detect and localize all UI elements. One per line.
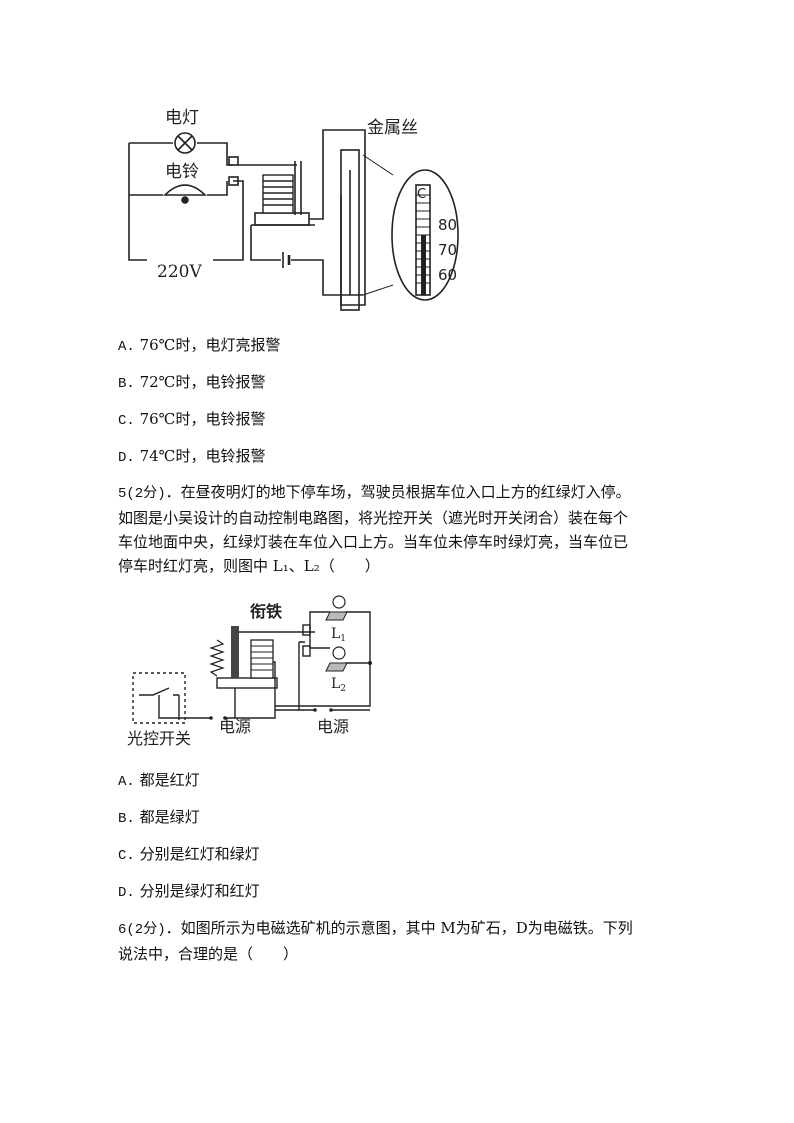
option-letter: D. <box>118 450 135 466</box>
option-text: 74℃时，电铃报警 <box>139 447 266 465</box>
option-b[interactable]: B. 72℃时，电铃报警 <box>118 372 265 394</box>
question-5-line-1: 5(2分)．在昼夜明灯的地下停车场，驾驶员根据车位入口上方的红绿灯入停。 <box>118 483 631 502</box>
option-text: 都是红灯 <box>139 771 200 789</box>
question-number: 6(2分) <box>118 922 166 938</box>
option-text: 分别是红灯和绿灯 <box>139 845 260 863</box>
thermo-tick-70: 70 <box>438 241 457 259</box>
power-label-2: 电源 <box>317 717 349 736</box>
question-6-line-2: 说法中，合理的是（ ） <box>118 945 299 963</box>
question-5-line-2: 如图是小吴设计的自动控制电路图，将光控开关（遮光时开关闭合）装在每个 <box>118 509 629 527</box>
lamp-label: 电灯 <box>165 108 199 128</box>
question-5-line-3: 车位地面中央，红绿灯装在车位入口上方。当车位未停车时绿灯亮，当车位已 <box>118 533 629 551</box>
parking-light-circuit-diagram: 衔铁 L1 L2 电源 电源 光控开关 <box>127 595 372 748</box>
question-number: 5(2分) <box>118 486 166 502</box>
option-letter: B. <box>118 811 135 827</box>
option-text: 72℃时，电铃报警 <box>139 373 266 391</box>
bell-label: 电铃 <box>165 162 199 182</box>
option-c[interactable]: C. 分别是红灯和绿灯 <box>118 844 260 866</box>
option-letter: C. <box>118 413 135 429</box>
option-d[interactable]: D. 74℃时，电铃报警 <box>118 446 265 468</box>
option-a[interactable]: A. 都是红灯 <box>118 770 200 792</box>
question-6-stem: 6(2分)．如图所示为电磁选矿机的示意图，其中 M为矿石，D为电磁铁。下列 说法… <box>118 916 633 966</box>
thermo-tick-60: 60 <box>438 266 457 284</box>
option-text: 76℃时，电灯亮报警 <box>139 336 281 354</box>
question-5-stem: 5(2分)．在昼夜明灯的地下停车场，驾驶员根据车位入口上方的红绿灯入停。 如图是… <box>118 480 631 578</box>
option-letter: B. <box>118 376 135 392</box>
option-d[interactable]: D. 分别是绿灯和红灯 <box>118 881 260 903</box>
option-text: 分别是绿灯和红灯 <box>139 882 260 900</box>
power-label-1: 电源 <box>219 717 251 736</box>
option-a[interactable]: A. 76℃时，电灯亮报警 <box>118 335 280 357</box>
option-c[interactable]: C. 76℃时，电铃报警 <box>118 409 265 431</box>
question-6-line-1: 6(2分)．如图所示为电磁选矿机的示意图，其中 M为矿石，D为电磁铁。下列 <box>118 919 633 938</box>
option-text: 76℃时，电铃报警 <box>139 410 266 428</box>
thermostat-alarm-circuit-diagram: 电灯 电铃 220V 金属丝 C 80 70 60 <box>128 108 459 311</box>
armature-label: 衔铁 <box>250 602 282 621</box>
voltage-label: 220V <box>157 262 202 282</box>
lamp-l1-label: L1 <box>331 626 346 644</box>
option-b[interactable]: B. 都是绿灯 <box>118 807 200 829</box>
option-letter: A. <box>118 339 135 355</box>
option-letter: C. <box>118 848 135 864</box>
thermo-tick-80: 80 <box>438 216 457 234</box>
question-5-line-4: 停车时红灯亮，则图中 L₁、L₂（ ） <box>118 557 380 575</box>
wire-label: 金属丝 <box>367 118 418 138</box>
photo-switch-label: 光控开关 <box>127 729 191 748</box>
option-letter: D. <box>118 885 135 901</box>
option-letter: A. <box>118 774 135 790</box>
lamp-l2-label: L2 <box>331 676 346 694</box>
option-text: 都是绿灯 <box>139 808 200 826</box>
thermo-unit-label: C <box>417 187 426 202</box>
